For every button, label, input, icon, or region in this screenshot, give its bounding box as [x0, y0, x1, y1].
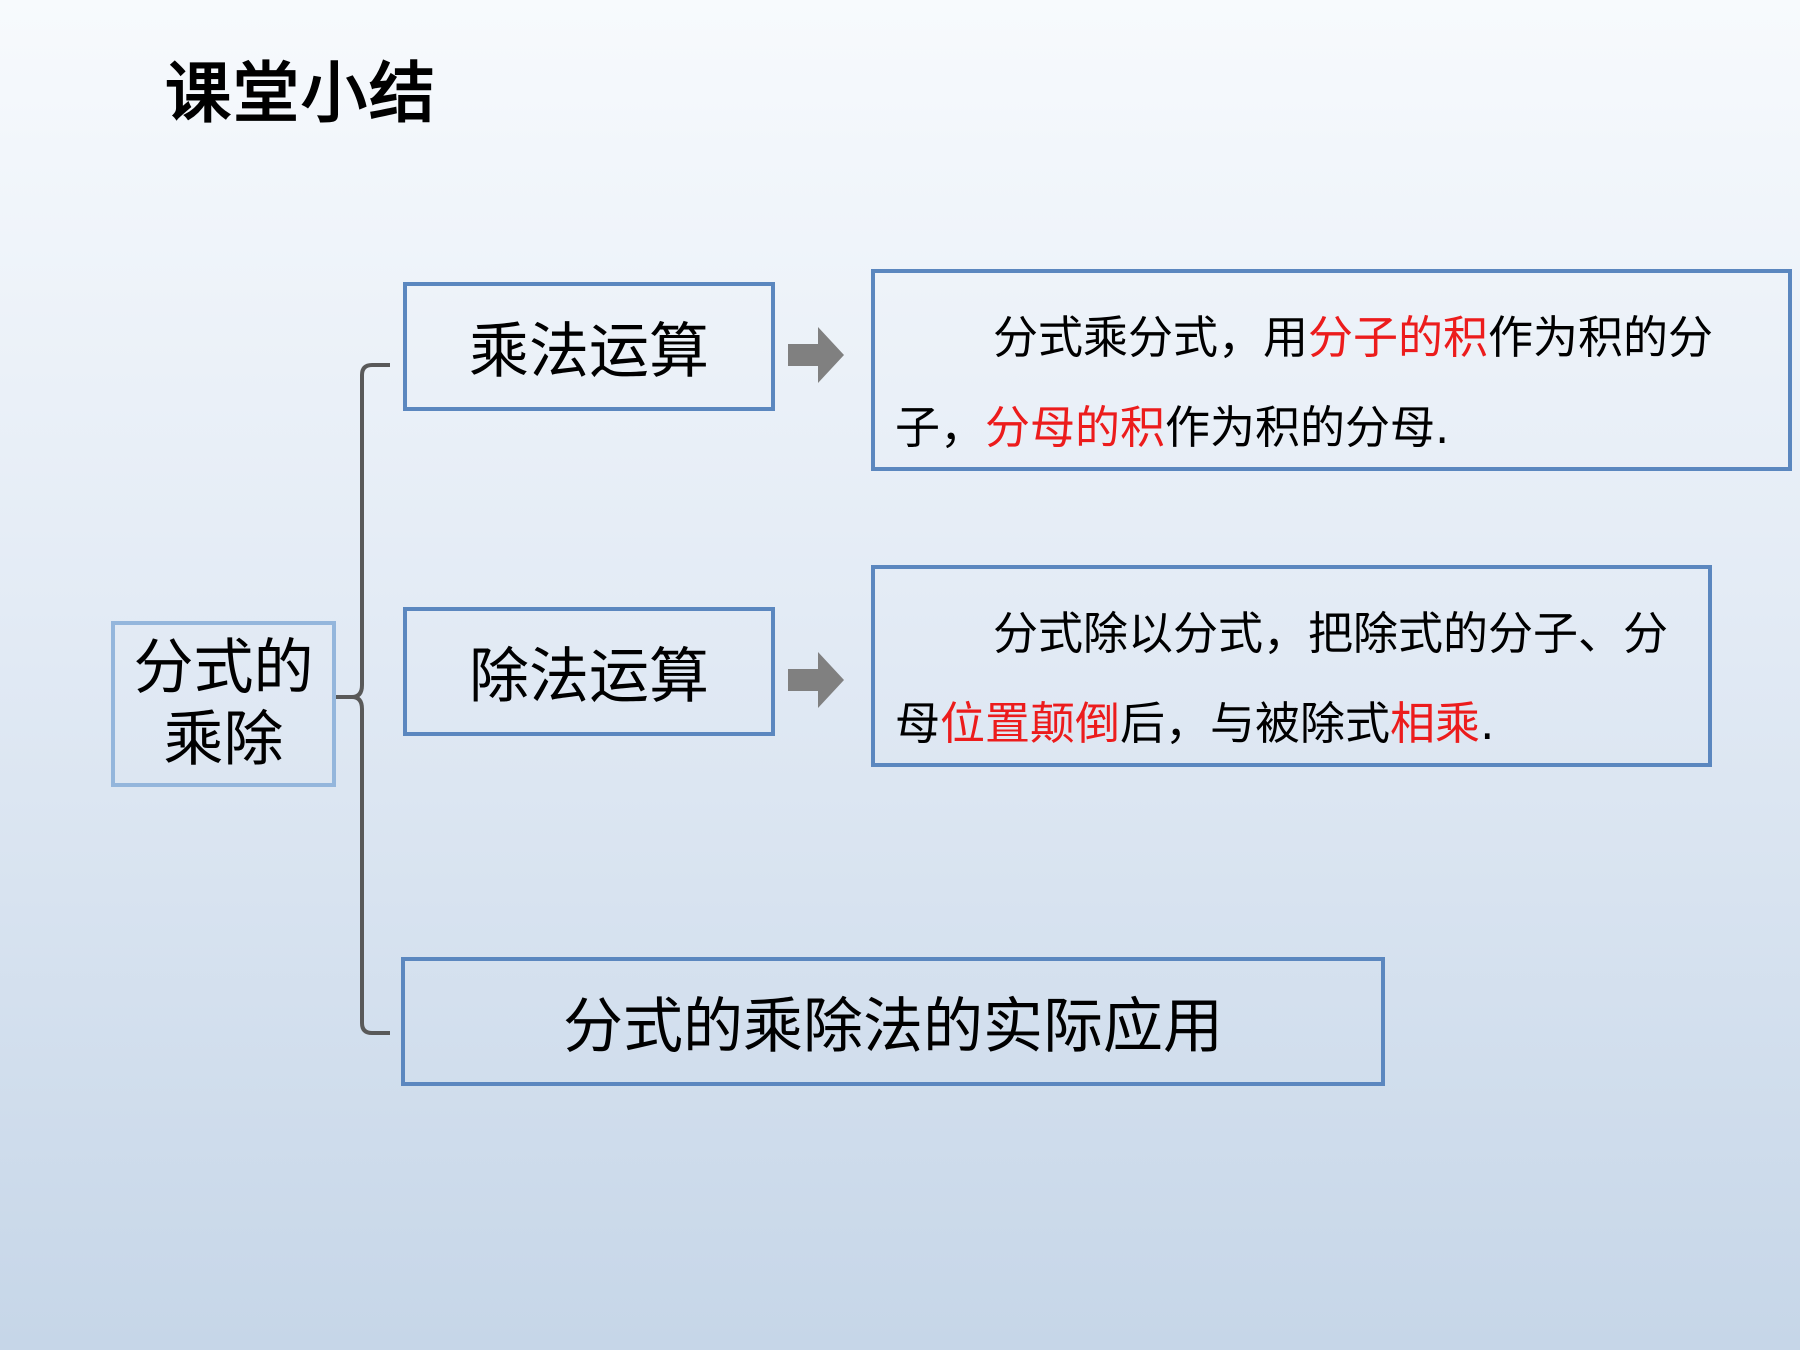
multiplication-rule-text: 作为积的分母. — [1165, 401, 1450, 454]
multiplication-rule-highlight: 分子的积 — [1308, 311, 1489, 364]
multiplication-rule-highlight: 分母的积 — [985, 401, 1166, 454]
division-branch-label: 除法运算 — [469, 642, 709, 712]
application-branch-label: 分式的乘除法的实际应用 — [563, 992, 1223, 1062]
application-branch-box: 分式的乘除法的实际应用 — [401, 957, 1385, 1086]
division-rule-text: . — [1480, 697, 1495, 750]
division-branch-box: 除法运算 — [403, 607, 775, 736]
root-topic-line2: 乘除 — [163, 705, 284, 775]
right-arrow-icon — [788, 327, 844, 383]
multiplication-branch-label: 乘法运算 — [469, 317, 709, 387]
division-rule-highlight: 相乘 — [1390, 697, 1481, 750]
right-arrow-icon — [788, 652, 844, 708]
multiplication-rule-text: 分式乘分式，用 — [993, 311, 1309, 364]
multiplication-branch-box: 乘法运算 — [403, 282, 775, 411]
division-rule-box: 分式除以分式，把除式的分子、分母位置颠倒后，与被除式相乘. — [871, 565, 1712, 767]
division-rule-text: 分式除以分式，把除式的分子、分母 — [895, 607, 1669, 750]
page-title: 课堂小结 — [165, 55, 437, 132]
division-rule-highlight: 位置颠倒 — [940, 697, 1121, 750]
root-topic-line1: 分式的 — [133, 633, 314, 703]
multiplication-rule-box: 分式乘分式，用分子的积作为积的分子，分母的积作为积的分母. — [871, 269, 1792, 471]
multiplication-rule-text: 作为积的分子， — [895, 311, 1714, 454]
root-topic-box: 分式的 乘除 — [111, 621, 336, 787]
division-rule-text: 后，与被除式 — [1120, 697, 1391, 750]
